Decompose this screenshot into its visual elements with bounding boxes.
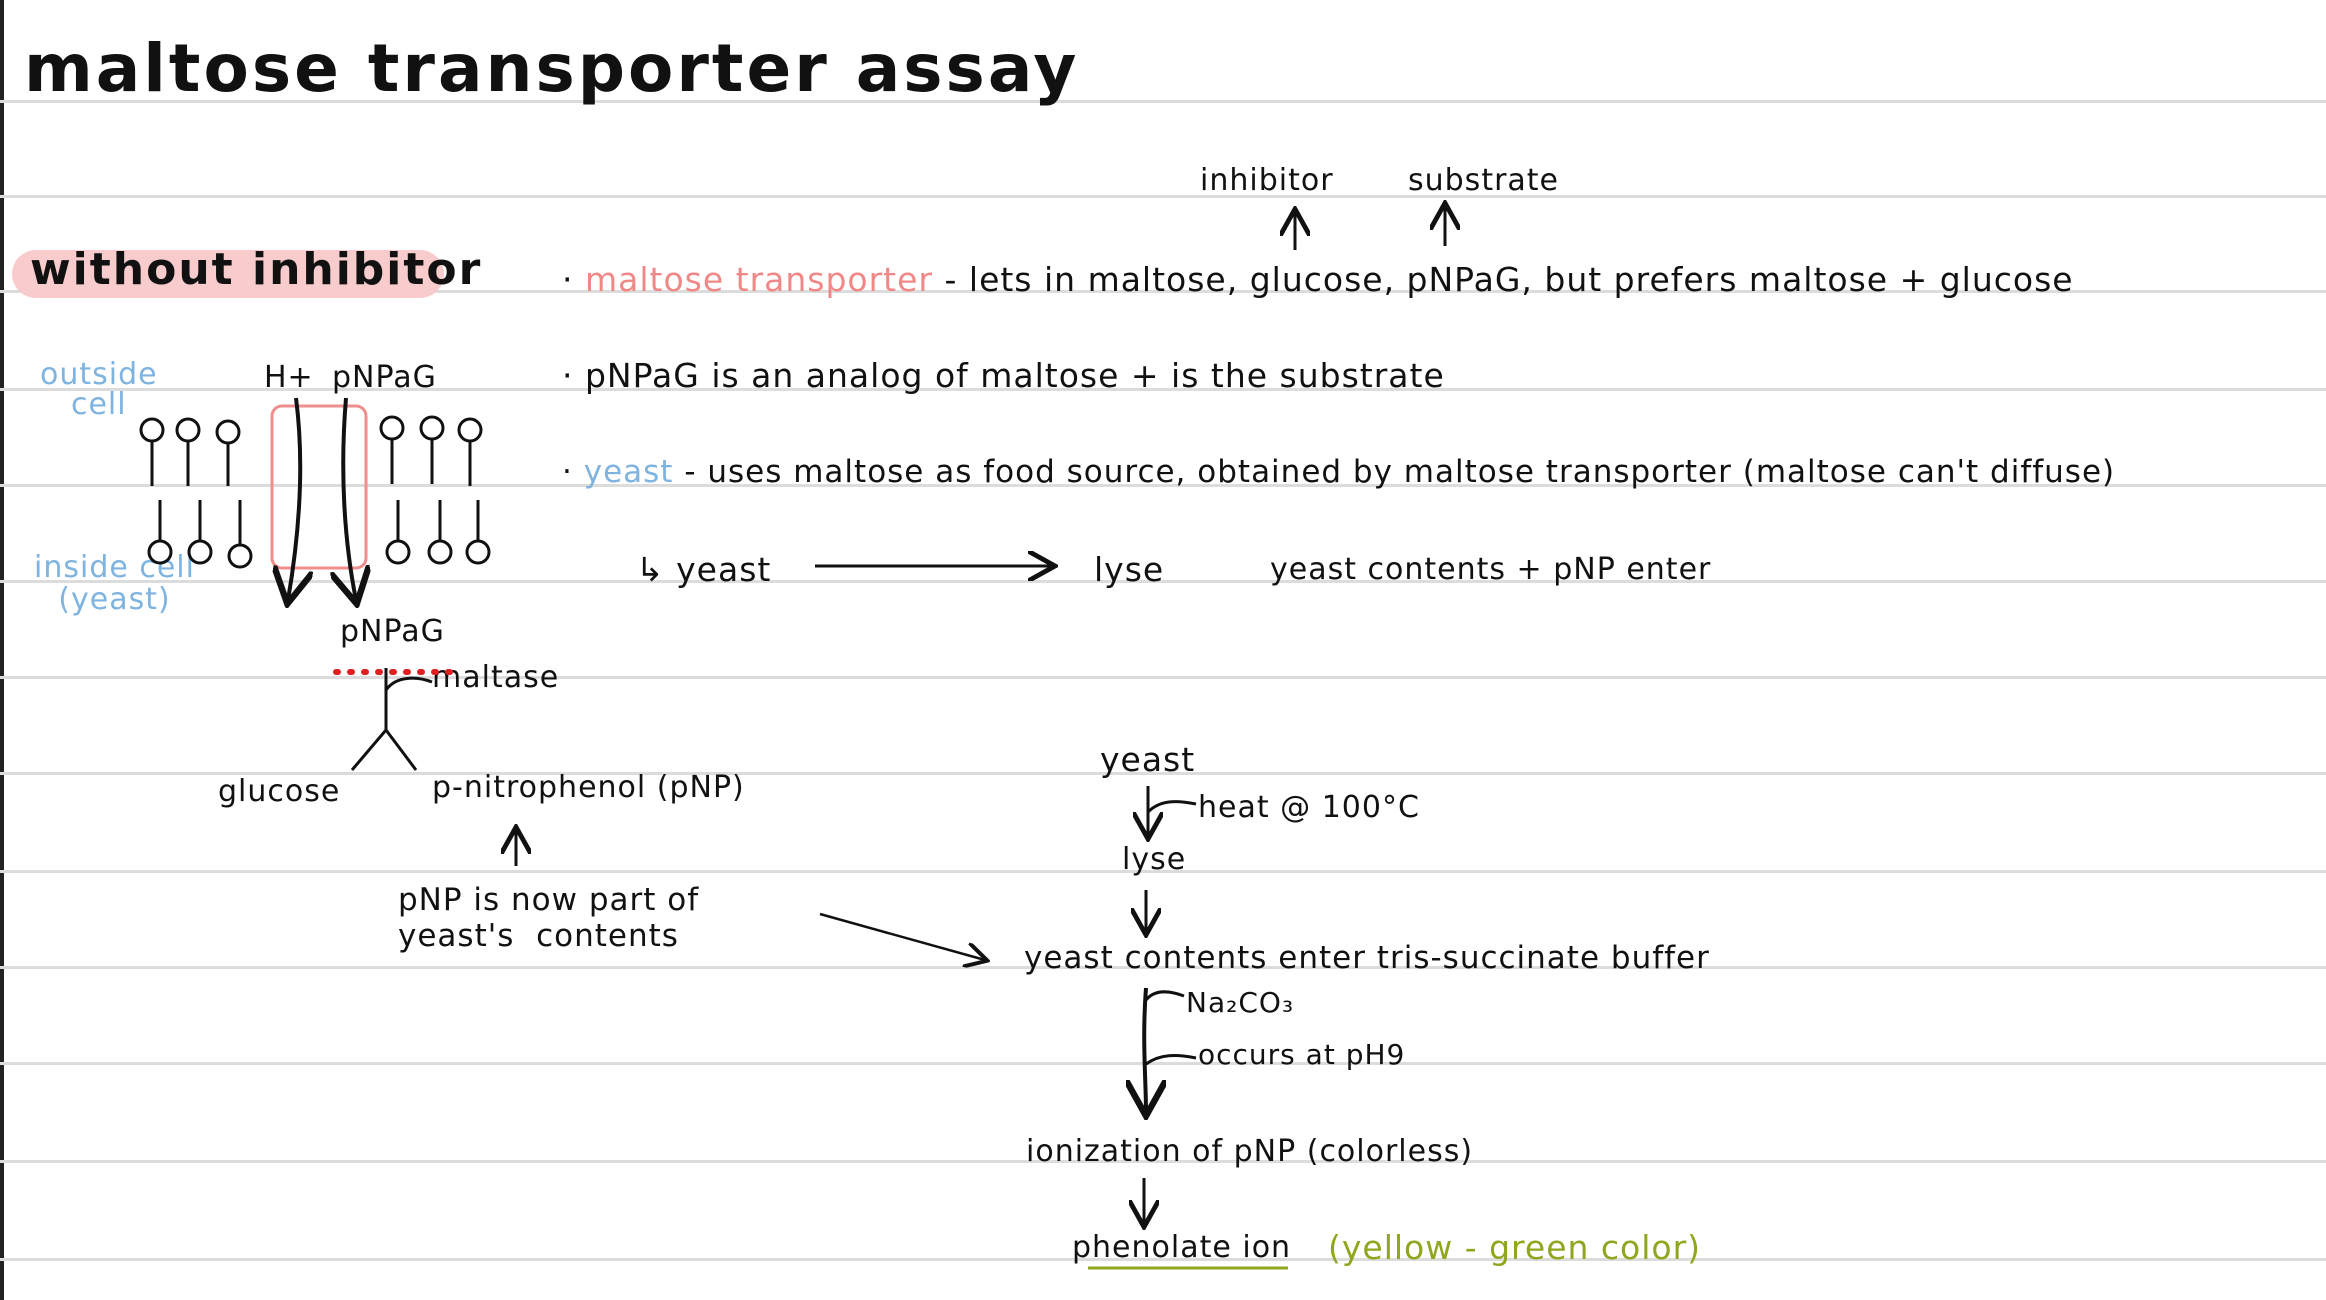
bullet-1-text: - lets in maltose, glucose, pNPaG, but p… bbox=[944, 260, 2074, 299]
flow-arrow-1-branch bbox=[1146, 800, 1197, 814]
flow-step-3-note-2: occurs at pH9 bbox=[1198, 1038, 1406, 1071]
ruled-line bbox=[0, 1160, 2326, 1163]
h-plus-label: H+ bbox=[264, 360, 314, 395]
ruled-line bbox=[0, 388, 2326, 391]
flow-arrow-3 bbox=[1144, 987, 1146, 1112]
outside-cell-label: outside cell bbox=[40, 357, 158, 422]
lipid-bilayer bbox=[139, 415, 491, 569]
flow-step-2: lyse bbox=[1122, 842, 1187, 877]
bullet-dot: · bbox=[562, 356, 585, 395]
flow-step-3: yeast contents enter tris-succinate buff… bbox=[1024, 940, 1710, 976]
ruled-line bbox=[0, 484, 2326, 487]
bullet-2-text: pNPaG is an analog of maltose + is the s… bbox=[584, 356, 1445, 395]
ruled-line bbox=[0, 966, 2326, 969]
transporter-box bbox=[270, 404, 368, 570]
ruled-line bbox=[0, 195, 2326, 198]
ruled-line bbox=[0, 290, 2326, 293]
maltase-split bbox=[350, 668, 433, 771]
sub-bullet-note: yeast contents + pNP enter bbox=[1270, 552, 1712, 587]
maltase-label: maltase bbox=[432, 660, 560, 695]
bullet-dot: · bbox=[562, 260, 585, 299]
section-heading: without inhibitor bbox=[30, 244, 483, 295]
pnpag-top-label: pNPaG bbox=[332, 360, 437, 395]
ruled-line bbox=[0, 676, 2326, 679]
flow-step-1: yeast bbox=[1100, 740, 1196, 779]
bullet-3-text: - uses maltose as food source, obtained … bbox=[684, 454, 2116, 490]
glucose-label: glucose bbox=[218, 774, 341, 809]
flow-arrow-3-branch-1 bbox=[1144, 990, 1185, 1002]
sub-bullet-start: ↳ yeast bbox=[636, 550, 772, 589]
pnp-note: pNP is now part of yeast's contents bbox=[398, 882, 700, 954]
bullet-1: · maltose transporter - lets in maltose,… bbox=[562, 260, 2074, 299]
bullet-3: · yeast - uses maltose as food source, o… bbox=[562, 454, 2115, 490]
flow-step-4: ionization of pNP (colorless) bbox=[1026, 1134, 1474, 1169]
sub-bullet-end: lyse bbox=[1094, 550, 1165, 589]
page-left-border bbox=[0, 0, 4, 1300]
h-plus-arrow bbox=[288, 397, 300, 600]
inhibitor-label: inhibitor bbox=[1200, 163, 1334, 198]
ruled-line bbox=[0, 580, 2326, 583]
inside-cell-label: inside cell (yeast) bbox=[34, 550, 195, 617]
flow-step-5-note: (yellow - green color) bbox=[1328, 1228, 1702, 1267]
ruled-line bbox=[0, 100, 2326, 103]
ruled-line bbox=[0, 870, 2326, 873]
ruled-line bbox=[0, 1258, 2326, 1261]
pnpag-bottom-label: pNPaG bbox=[340, 614, 445, 649]
flow-step-5: phenolate ion bbox=[1072, 1230, 1292, 1265]
substrate-label: substrate bbox=[1408, 163, 1560, 198]
flow-step-3-note-1: Na₂CO₃ bbox=[1186, 986, 1295, 1019]
bullet-dot: · bbox=[562, 454, 584, 490]
pnp-label: p-nitrophenol (pNP) bbox=[432, 770, 745, 805]
pnp-note-arrow bbox=[819, 912, 985, 960]
ruled-line bbox=[0, 1062, 2326, 1065]
pnpag-arrow bbox=[343, 397, 356, 600]
ruled-line bbox=[0, 772, 2326, 775]
flow-step-1-note: heat @ 100°C bbox=[1198, 790, 1420, 825]
flow-arrow-3-branch-2 bbox=[1145, 1054, 1197, 1066]
bullet-1-lead: maltose transporter bbox=[584, 260, 933, 299]
bullet-3-lead: yeast bbox=[583, 454, 674, 490]
bullet-2: · pNPaG is an analog of maltose + is the… bbox=[562, 356, 1445, 395]
page-title: maltose transporter assay bbox=[24, 30, 1080, 107]
section-highlight bbox=[12, 250, 444, 298]
